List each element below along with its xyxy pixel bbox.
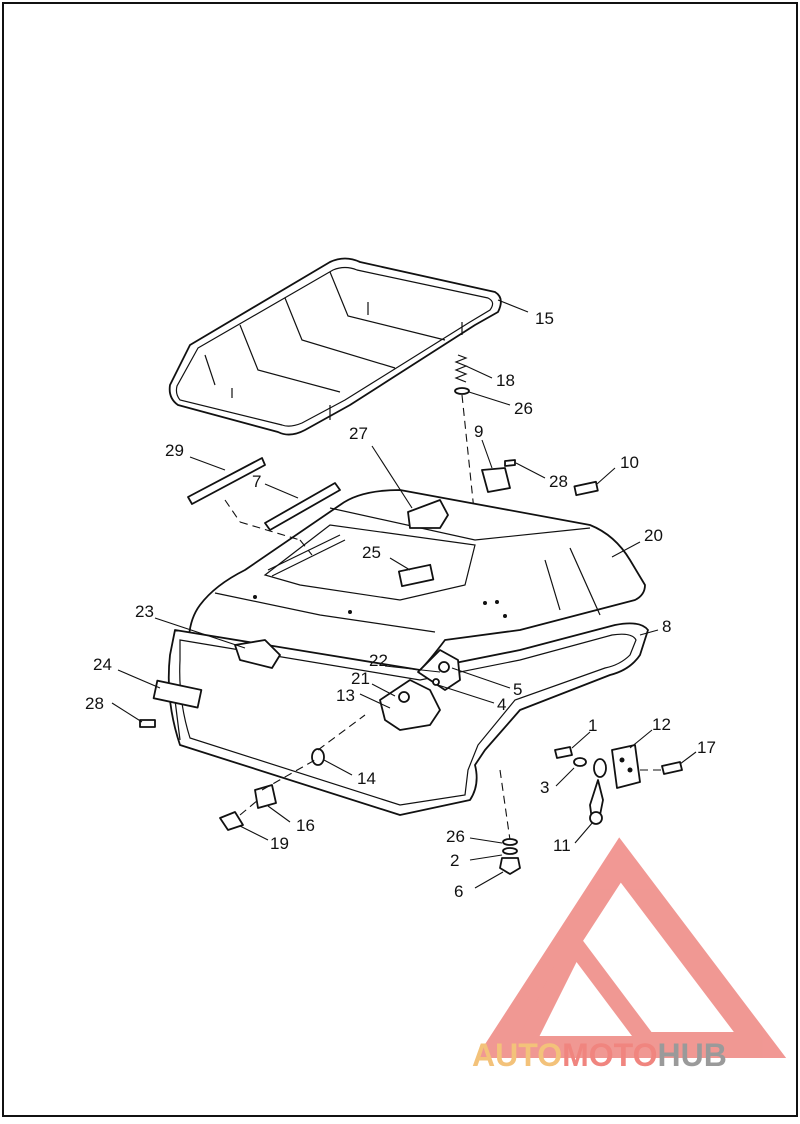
callout-4: 4 (497, 695, 506, 714)
callout-23: 23 (135, 602, 154, 621)
callout-21: 21 (351, 669, 370, 688)
callout-16: 16 (296, 816, 315, 835)
callout-5: 5 (513, 680, 522, 699)
callout-20: 20 (644, 526, 663, 545)
callout-13: 13 (336, 686, 355, 705)
callout-3: 3 (540, 778, 549, 797)
callout-22: 22 (369, 651, 388, 670)
leader-dashed-spring (461, 394, 476, 521)
watermark-text: AUTOMOTOHUB (472, 1037, 727, 1073)
callout-8: 8 (662, 617, 671, 636)
callout-15: 15 (535, 309, 554, 328)
pad-part (573, 480, 599, 497)
watermark-hub: HUB (657, 1037, 726, 1073)
callout-11: 11 (553, 836, 571, 855)
callout-7: 7 (252, 472, 261, 491)
bracket-part (407, 499, 449, 529)
callout-12: 12 (652, 715, 671, 734)
bracket-9-part (481, 467, 511, 493)
hinge-part (379, 679, 441, 731)
callout-17: 17 (697, 738, 716, 757)
watermark-auto: AUTO (472, 1037, 562, 1073)
luggage-rack (168, 257, 502, 436)
leader-lines (111, 299, 697, 889)
callout-10: 10 (620, 453, 639, 472)
watermark-moto: MOTO (562, 1037, 657, 1073)
callout-18: 18 (496, 371, 515, 390)
callout-29: 29 (165, 441, 184, 460)
strip-part (187, 457, 266, 505)
callout-26-bottom: 26 (446, 827, 465, 846)
leader-dashed-7 (239, 521, 301, 541)
leader-dashed-base (499, 769, 511, 841)
callout-1: 1 (588, 716, 597, 735)
callout-25: 25 (362, 543, 381, 562)
callout-labels: 15 18 26 27 9 28 10 29 7 20 25 23 8 22 2… (85, 309, 716, 901)
callout-24: 24 (93, 655, 112, 674)
logo-inner-triangle (510, 927, 668, 1054)
callout-28-left: 28 (85, 694, 104, 713)
callout-28-top: 28 (549, 472, 568, 491)
o-ring-part (311, 748, 325, 766)
hardware-right (554, 744, 683, 825)
leader-dashed-29 (224, 499, 241, 523)
lock-cylinder-part (254, 784, 277, 809)
spring-part (454, 354, 470, 395)
callout-26-top: 26 (514, 399, 533, 418)
screw-part (139, 719, 156, 728)
key-part (219, 811, 244, 831)
handle-part (234, 639, 281, 669)
latch-part (152, 679, 203, 709)
callout-9: 9 (474, 422, 483, 441)
callout-6: 6 (454, 882, 463, 901)
callout-27: 27 (349, 424, 368, 443)
watermark-logo (476, 837, 787, 1058)
callout-2: 2 (450, 851, 459, 870)
strip-7-part (264, 482, 341, 531)
callout-14: 14 (357, 769, 376, 788)
callout-19: 19 (270, 834, 289, 853)
